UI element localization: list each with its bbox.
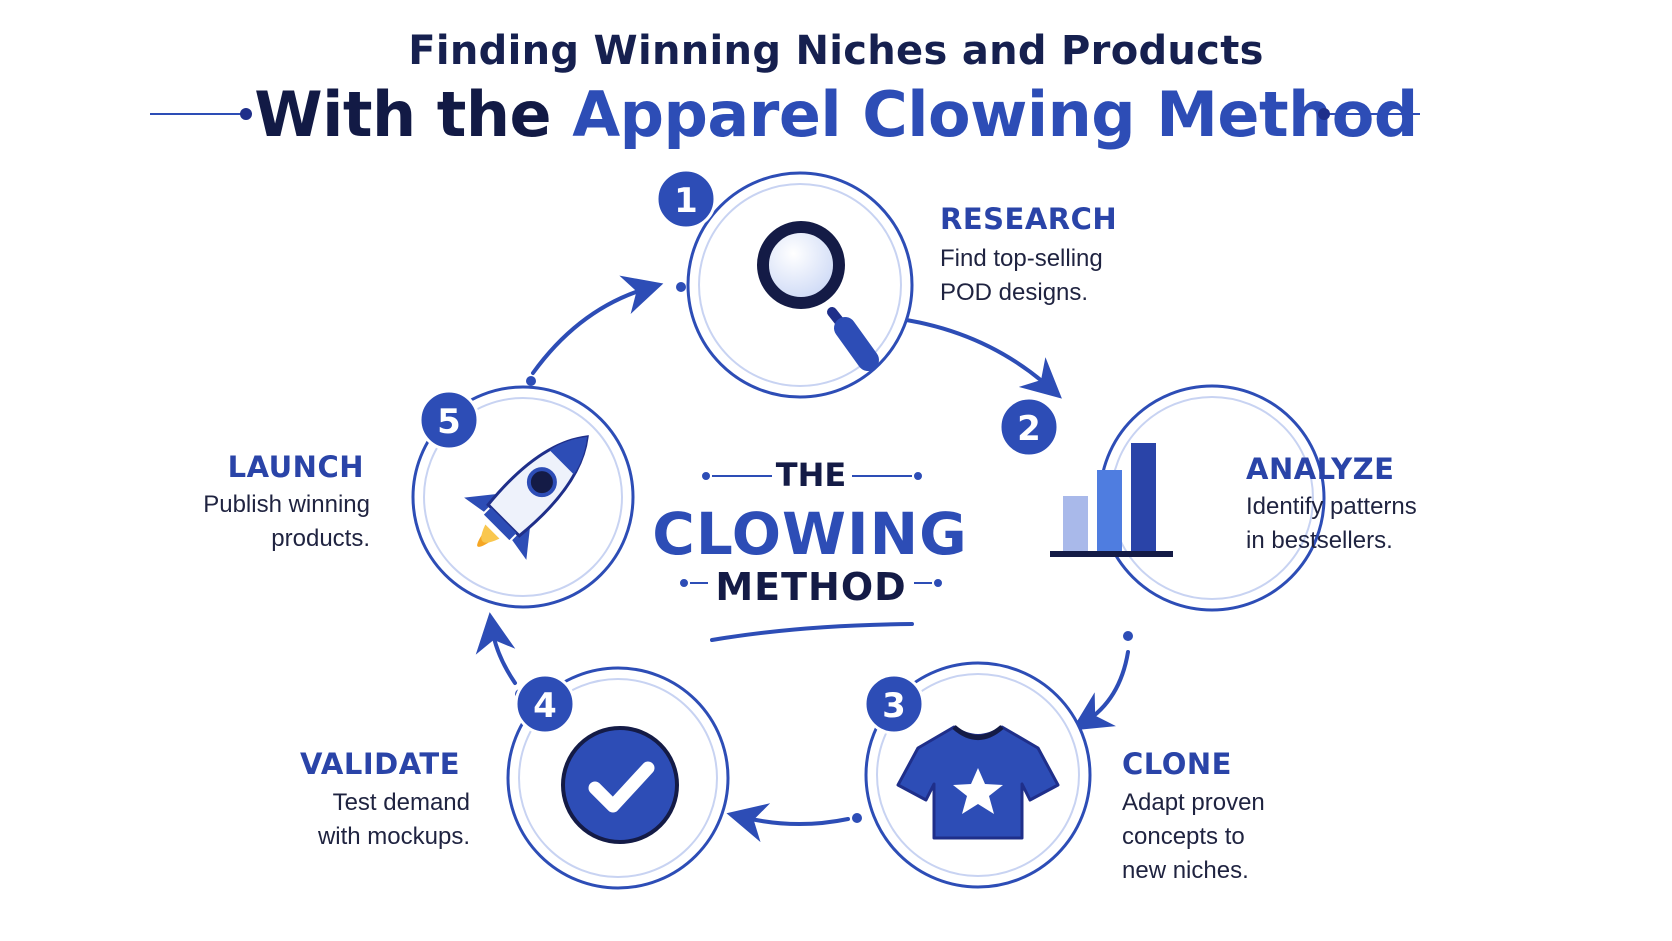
step-5-desc-line-2: products. [271, 525, 370, 552]
arrow-3-to-4 [726, 803, 850, 843]
step-1-desc-line-2: POD designs. [940, 279, 1089, 306]
step-5-title: LAUNCH [227, 450, 364, 484]
center-clowing: CLOWING [652, 500, 968, 568]
title-rule-right-dot [1318, 108, 1330, 120]
center-the: THE [775, 456, 847, 494]
badge-number-4: 4 [533, 686, 557, 726]
step-2-desc-line-2: in bestsellers. [1246, 527, 1393, 554]
title-prefix: With the [254, 78, 573, 151]
step-1-node [686, 171, 914, 399]
checkmark-icon [561, 726, 679, 844]
step-4-title: VALIDATE [299, 747, 460, 781]
step-1-desc-line-1: Find top-selling [940, 245, 1103, 272]
arrow-2-to-3 [1071, 650, 1130, 731]
badge-number-1: 1 [674, 181, 698, 221]
title-rule-left [150, 113, 245, 115]
title-rule-left-dot [240, 108, 252, 120]
arrow-5-to-1 [531, 275, 664, 375]
rocket-icon [464, 435, 589, 560]
step-5-desc: Publish winning products. [130, 488, 370, 556]
connector-arrows [475, 275, 1130, 843]
step-2-desc-line-1: Identify patterns [1246, 493, 1417, 520]
step-3-title: CLONE [1122, 747, 1232, 781]
title-line-2: With the Apparel Clowing Method [0, 78, 1672, 151]
step-2-node [1050, 384, 1326, 612]
step-2-title: ANALYZE [1246, 452, 1395, 486]
step-3-desc-line-2: concepts to [1122, 823, 1245, 850]
arrow-1-to-2 [891, 316, 1062, 399]
badge-number-2: 2 [1017, 409, 1041, 449]
tshirt-icon [896, 725, 1060, 840]
center-method: METHOD [715, 565, 907, 609]
bar-chart-icon [1050, 443, 1173, 557]
step-3-node [864, 661, 1092, 889]
badge-number-3: 3 [882, 686, 906, 726]
step-4-desc: Test demand with mockups. [220, 786, 470, 854]
step-1-desc: Find top-selling POD designs. [940, 242, 1103, 310]
magnifier-icon [757, 221, 879, 371]
arrow-4-to-5 [475, 612, 517, 685]
center-decorations [680, 472, 942, 642]
step-4-desc-line-1: Test demand [332, 789, 470, 816]
title-accent: Apparel Clowing Method [572, 78, 1418, 151]
step-3-desc: Adapt proven concepts to new niches. [1122, 786, 1265, 888]
step-3-desc-line-1: Adapt proven [1122, 789, 1265, 816]
badge-number-5: 5 [437, 402, 461, 442]
step-badges: 1 2 3 4 5 [418, 168, 1060, 735]
step-1-title: RESEARCH [940, 202, 1118, 236]
step-2-desc: Identify patterns in bestsellers. [1246, 490, 1417, 558]
title-line-1: Finding Winning Niches and Products [408, 28, 1264, 74]
step-4-desc-line-2: with mockups. [317, 823, 470, 850]
step-5-desc-line-1: Publish winning [203, 491, 370, 518]
step-3-desc-line-3: new niches. [1122, 857, 1249, 884]
title-rule-right [1325, 113, 1420, 115]
